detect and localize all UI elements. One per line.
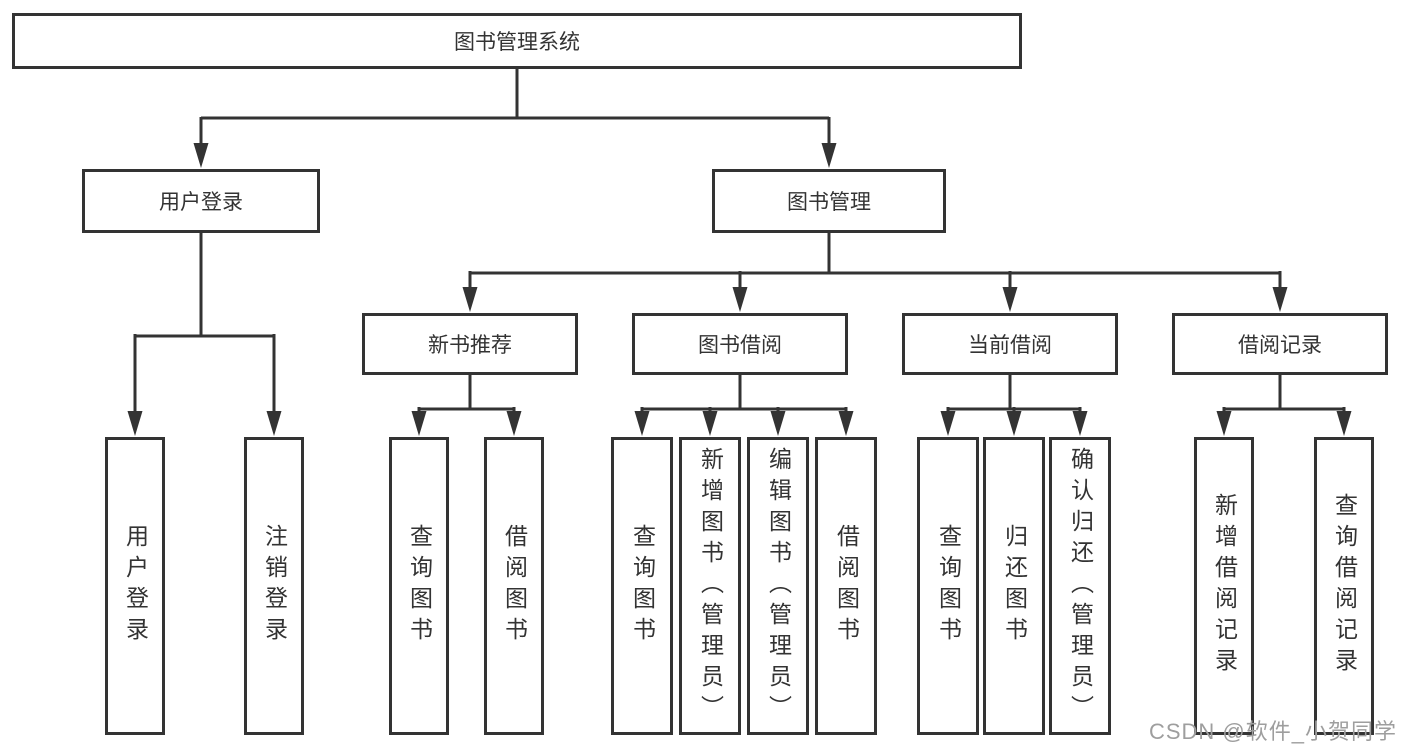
leaf-label: 查询图书 xyxy=(629,524,656,648)
node-new-book-recommendation: 新书推荐 xyxy=(362,313,578,375)
leaf-label: 编辑图书（管理员） xyxy=(765,446,792,726)
leaf-label: 用户登录 xyxy=(122,524,149,648)
leaf-recommend-borrow-books: 借阅图书 xyxy=(484,437,544,735)
node-label: 图书管理系统 xyxy=(454,31,580,54)
leaf-label: 确认归还（管理员） xyxy=(1067,446,1094,726)
leaf-edit-book-admin: 编辑图书（管理员） xyxy=(747,437,809,735)
arrowheads xyxy=(127,143,1352,436)
leaf-label: 新增图书（管理员） xyxy=(697,446,724,726)
leaf-label: 借阅图书 xyxy=(501,524,528,648)
node-label: 借阅记录 xyxy=(1238,334,1322,357)
node-user-login: 用户登录 xyxy=(82,169,320,233)
node-label: 图书借阅 xyxy=(698,334,782,357)
leaf-add-book-admin: 新增图书（管理员） xyxy=(679,437,741,735)
leaf-borrowing-query-books: 查询图书 xyxy=(611,437,673,735)
node-borrowing-records: 借阅记录 xyxy=(1172,313,1388,375)
leaf-label: 注销登录 xyxy=(261,524,288,648)
leaf-label: 借阅图书 xyxy=(833,524,860,648)
leaf-add-borrowing-record: 新增借阅记录 xyxy=(1194,437,1254,735)
leaf-user-login: 用户登录 xyxy=(105,437,165,735)
node-library-management-system: 图书管理系统 xyxy=(12,13,1022,69)
leaf-recommend-query-books: 查询图书 xyxy=(389,437,449,735)
leaf-label: 查询图书 xyxy=(406,524,433,648)
leaf-label: 归还图书 xyxy=(1001,524,1028,648)
leaf-logout: 注销登录 xyxy=(244,437,304,735)
leaf-label: 新增借阅记录 xyxy=(1211,493,1238,679)
leaf-return-books: 归还图书 xyxy=(983,437,1045,735)
leaf-confirm-return-admin: 确认归还（管理员） xyxy=(1049,437,1111,735)
node-label: 当前借阅 xyxy=(968,334,1052,357)
leaf-borrowing-borrow-books: 借阅图书 xyxy=(815,437,877,735)
csdn-watermark: CSDN @软件_小贺同学 xyxy=(1148,719,1397,744)
node-label: 用户登录 xyxy=(159,191,243,214)
node-book-borrowing: 图书借阅 xyxy=(632,313,848,375)
node-current-borrowing: 当前借阅 xyxy=(902,313,1118,375)
node-label: 新书推荐 xyxy=(428,334,512,357)
node-book-management: 图书管理 xyxy=(712,169,946,233)
leaf-label: 查询图书 xyxy=(935,524,962,648)
leaf-current-query-books: 查询图书 xyxy=(917,437,979,735)
leaf-query-borrowing-record: 查询借阅记录 xyxy=(1314,437,1374,735)
node-label: 图书管理 xyxy=(787,191,871,214)
leaf-label: 查询借阅记录 xyxy=(1331,493,1358,679)
